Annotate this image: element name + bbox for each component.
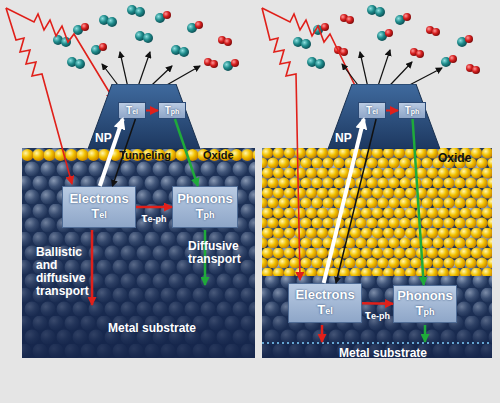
light-wave — [262, 8, 362, 100]
nanoparticle-outline — [88, 84, 200, 149]
oxide-layer — [262, 148, 492, 276]
metal-substrate — [22, 148, 255, 358]
reservoir-box: ElectronsTel — [62, 186, 136, 228]
light-wave — [6, 8, 114, 100]
molecule — [67, 57, 85, 69]
molecule — [135, 31, 153, 43]
temperature-symbol: Tph — [165, 105, 180, 117]
nanoparticle: NP Tel Tph — [88, 84, 200, 149]
reservoir-box: PhononsTph — [172, 186, 238, 228]
nanoparticle-outline — [328, 84, 440, 149]
node-label: NP — [335, 131, 352, 145]
temperature-box: Tel — [358, 102, 386, 119]
temperature-symbol: Tel — [91, 206, 106, 223]
temperature-box: Tph — [398, 102, 426, 119]
light-wave — [262, 8, 300, 280]
energy-flow-arrow — [336, 119, 376, 283]
annotation-label: Diffusive transport — [188, 240, 250, 266]
energy-flow-arrow — [413, 119, 424, 285]
transport-arrow — [91, 230, 94, 305]
annotation-label: Oxide — [203, 149, 248, 162]
nanoparticle: NP Tel Tph — [328, 84, 440, 149]
molecule — [73, 23, 89, 35]
energy-flow-arrow — [386, 110, 398, 112]
molecule — [223, 59, 239, 71]
temperature-symbol: Tel — [366, 105, 378, 117]
transport-arrow — [321, 325, 324, 342]
molecule — [218, 36, 232, 46]
metal-atoms — [22, 148, 255, 358]
energy-flow-arrow — [146, 110, 158, 112]
molecule — [377, 29, 393, 41]
temperature-symbol: Tph — [416, 303, 435, 320]
molecule — [204, 58, 218, 68]
molecules — [53, 5, 239, 71]
energy-flow-arrow — [136, 206, 172, 209]
molecule — [410, 48, 424, 58]
temperature-box: Tph — [158, 102, 186, 119]
light-wave — [6, 8, 72, 184]
coupling-time-label: τe-ph — [132, 210, 176, 225]
energy-flow-arrow — [362, 302, 393, 305]
temperature-box: Tel — [118, 102, 146, 119]
reservoir-box: PhononsTph — [393, 285, 457, 323]
temperature-symbol: Tel — [317, 302, 332, 319]
temperature-symbol: Tph — [196, 206, 215, 223]
temperature-symbol: Tel — [126, 105, 138, 117]
molecule — [99, 15, 117, 27]
molecules — [293, 5, 480, 74]
temperature-symbol: Tph — [405, 105, 420, 117]
molecule — [127, 5, 145, 17]
molecule — [395, 13, 411, 25]
oxide-layer — [22, 148, 255, 162]
transport-arrow — [424, 325, 427, 342]
molecule — [426, 26, 440, 36]
node-label: NP — [95, 131, 112, 145]
annotation-label: Metal substrate — [318, 347, 448, 360]
molecule — [187, 21, 203, 33]
node-title: Phonons — [177, 191, 233, 206]
annotation-label: Oxide — [438, 152, 488, 165]
molecule — [307, 57, 325, 69]
molecule — [91, 43, 107, 55]
metal-shade — [22, 160, 255, 358]
molecule — [155, 11, 171, 23]
metal-substrate — [262, 148, 492, 358]
dotted-line — [262, 342, 492, 344]
coupling-time-label: τe-ph — [356, 307, 400, 322]
molecule — [457, 35, 473, 47]
molecule — [367, 5, 385, 17]
molecule — [340, 14, 354, 24]
molecule — [441, 55, 457, 67]
molecule — [293, 37, 311, 49]
energy-flow-arrow — [324, 119, 364, 283]
annotation-label: Ballistic and diffusive transport — [36, 246, 94, 298]
node-title: Electrons — [295, 287, 354, 302]
molecule — [171, 45, 189, 57]
energy-flow-arrow — [175, 119, 198, 186]
reservoir-box: ElectronsTel — [288, 283, 362, 323]
node-title: Electrons — [69, 191, 128, 206]
metal-atoms — [262, 148, 492, 358]
annotation-label: Metal substrate — [92, 322, 212, 335]
molecule — [466, 64, 480, 74]
annotation-label: Tunneling — [112, 149, 178, 162]
node-title: Phonons — [397, 288, 453, 303]
metal-shade — [262, 276, 492, 358]
